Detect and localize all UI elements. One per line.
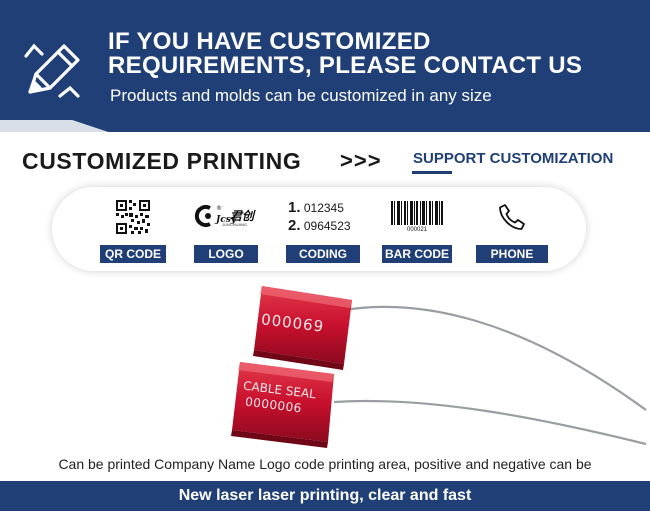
pencil-icon xyxy=(24,43,80,98)
cable-seal-product-image xyxy=(231,286,647,448)
logo-chinese-text: 君创 xyxy=(230,209,255,223)
option-logo: ® Jcsy 君创 JUNCHUANG LOGO xyxy=(194,197,258,263)
option-qr-code: QR CODE xyxy=(100,197,166,263)
brand-logo-icon: ® Jcsy xyxy=(194,205,237,227)
cable-wire-2 xyxy=(333,399,647,446)
svg-text:Jcsy: Jcsy xyxy=(214,215,237,225)
support-underline xyxy=(412,171,452,174)
barcode-number: 000021 xyxy=(406,227,428,233)
phone-icon xyxy=(499,204,525,230)
option-bar-code: 000021 BAR CODE xyxy=(382,197,452,263)
footer-bar: New laser laser printing, clear and fast xyxy=(0,481,650,511)
coding-line1-value: 012345 xyxy=(303,201,344,215)
qr-code-label: QR CODE xyxy=(100,245,166,263)
banner-headline: IF YOU HAVE CUSTOMIZED REQUIREMENTS, PLE… xyxy=(108,30,638,78)
banner-subtitle: Products and molds can be customized in … xyxy=(110,86,492,105)
support-customization-label: SUPPORT CUSTOMIZATION xyxy=(413,150,614,167)
logo-label: LOGO xyxy=(194,245,258,263)
bar-code-label: BAR CODE xyxy=(382,245,452,263)
printing-caption: Can be printed Company Name Logo code pr… xyxy=(58,456,592,472)
cable-wire-1 xyxy=(343,305,647,411)
arrows-glyph: >>> xyxy=(340,148,382,173)
option-phone: PHONE xyxy=(476,197,548,263)
coding-label: CODING xyxy=(286,245,360,263)
logo-subtext: JUNCHUANG xyxy=(222,222,248,227)
cable-seal-1 xyxy=(253,286,352,370)
qr-code-icon xyxy=(114,198,152,236)
coding-sample: 1. 012345 2. 0964523 xyxy=(288,199,351,235)
coding-line1-number: 1. xyxy=(288,199,301,216)
barcode-icon xyxy=(391,201,443,225)
phone-label: PHONE xyxy=(476,245,548,263)
section-title: CUSTOMIZED PRINTING xyxy=(22,148,302,174)
headline-line-2: REQUIREMENTS, PLEASE CONTACT US xyxy=(108,52,583,79)
headline-line-1: IF YOU HAVE CUSTOMIZED xyxy=(108,28,431,55)
header-banner: IF YOU HAVE CUSTOMIZED REQUIREMENTS, PLE… xyxy=(0,0,650,132)
section-heading: CUSTOMIZED PRINTING >>> SUPPORT CUSTOMIZ… xyxy=(22,146,632,178)
printing-options-strip: QR CODE ® Jcsy 君创 JUNCHUANG LOGO 1. 0123… xyxy=(52,187,586,271)
banner-background xyxy=(0,0,650,132)
option-coding: 1. 012345 2. 0964523 CODING xyxy=(286,197,360,263)
svg-text:®: ® xyxy=(216,205,222,212)
coding-line2-value: 0964523 xyxy=(303,219,351,233)
coding-line2-number: 2. xyxy=(288,217,301,234)
cable-seal-2 xyxy=(231,362,334,448)
